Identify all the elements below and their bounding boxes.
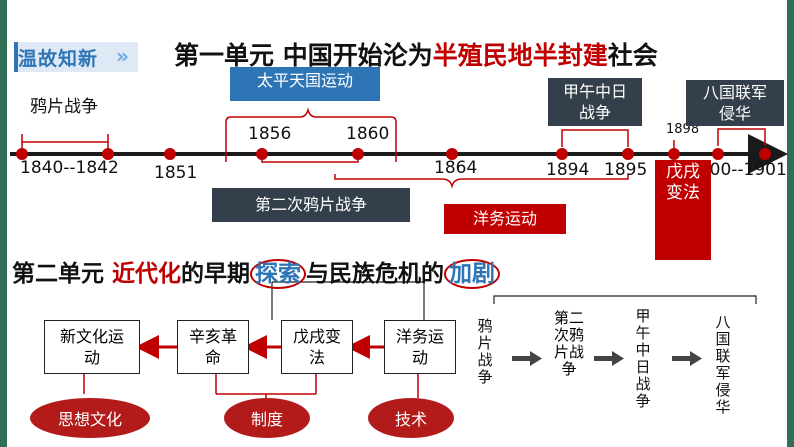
event-opium-war: 鸦片战争 [30,97,98,117]
year-1894: 1894 [546,160,590,180]
event-sino-japanese-line2: 战争 [578,103,611,122]
war-sino-japanese-text: 甲午中日战争 [635,307,651,410]
war-opium-text: 鸦片战争 [477,317,493,386]
flow-xinhai-line2: 命 [204,348,221,367]
unit1-title-suffix: 社会 [607,41,658,70]
war-second-line3: 片战 [553,343,584,361]
war-second-opium: 第二 次鸦 片战 争 [550,310,588,378]
point-1860 [352,148,364,160]
event-eight-nation-line2: 侵华 [718,104,751,123]
war-second-line4: 争 [561,360,577,378]
point-1901 [759,148,771,160]
event-reform-line1: 戊戌 [666,162,700,182]
review-tab [14,42,138,72]
event-sino-japanese-line1: 甲午中日 [562,82,627,101]
year-1851: 1851 [154,163,198,183]
event-westernization: 洋务运动 [444,204,566,234]
unit1-title-highlight: 半殖民地半封建 [432,41,608,70]
war-eight-nation-text: 八国联军侵华 [715,313,731,416]
unit2-title: 第二单元 近代化的早期探索与民族危机的加剧 [12,254,501,289]
category-technology: 技术 [368,398,454,438]
point-1842 [102,148,114,160]
unit2-title-prefix: 第二单元 [12,261,113,287]
year-1856: 1856 [248,124,292,144]
point-1894 [556,148,568,160]
taiping-brace [225,107,397,162]
flow-xinhai-line1: 辛亥革 [188,327,237,346]
event-second-opium-war: 第二次鸦片战争 [212,188,410,222]
war-second-line1: 第二 [553,309,584,327]
category-system: 制度 [224,398,310,438]
flow-new-culture: 新文化运动 [44,320,140,374]
war-eight-nation: 八国联军侵华 [714,314,734,416]
unit2-title-highlight2: 探索 [250,259,307,289]
year-1900-1901: 1900--1901 [688,160,787,180]
point-1840 [16,148,28,160]
left-frame-bar [0,0,7,447]
unit1-title: 第一单元 中国开始沦为半殖民地半封建社会 [174,36,658,72]
flow-wuxu-line1: 戊戌变 [292,327,341,346]
point-1898 [668,148,680,160]
event-reform-1898: 戊戌 变法 [655,160,711,260]
year-1840-1842: 1840--1842 [20,158,119,178]
flow-wuxu-line2: 法 [308,348,325,367]
event-reform-line2: 变法 [666,183,700,203]
unit1-title-prefix: 第一单元 中国开始沦为 [174,41,433,70]
category-thought: 思想文化 [30,398,150,438]
point-1900 [712,148,724,160]
unit2-title-highlight1: 近代化 [112,261,182,287]
unit2-title-highlight3: 加剧 [444,259,501,289]
flow-wuxu: 戊戌变法 [281,320,353,374]
eight-nation-bracket [717,128,766,146]
event-sino-japanese-war: 甲午中日 战争 [548,78,642,126]
war-opium: 鸦片战争 [476,318,496,386]
westernization-brace [334,174,629,189]
event-eight-nation: 八国联军 侵华 [686,80,784,126]
war-sequence-bracket [493,295,757,304]
year-1860: 1860 [346,124,390,144]
year-1864: 1864 [434,158,478,178]
war-second-line2: 次鸦 [553,326,584,344]
flow-new-culture-line2: 动 [83,348,100,367]
point-1895 [622,148,634,160]
unit2-title-mid1: 的早期 [181,261,251,287]
right-frame-bar [787,0,794,447]
year-1895: 1895 [604,160,648,180]
war-sino-japanese: 甲午中日战争 [634,308,654,410]
flow-xinhai: 辛亥革命 [177,320,249,374]
flow-yangwu-line2: 动 [411,348,428,367]
opium-war-bracket [21,134,109,143]
event-eight-nation-line1: 八国联军 [702,83,767,102]
point-1864 [446,148,458,160]
flow-yangwu: 洋务运动 [384,320,456,374]
point-1856 [256,148,268,160]
unit2-title-mid2: 与民族危机的 [306,261,445,287]
flow-new-culture-line1: 新文化运 [59,327,124,346]
flow-yangwu-line1: 洋务运 [395,327,444,346]
review-tab-label: 温故知新 [18,48,99,70]
sino-japanese-bracket [561,129,629,147]
event-taiping: 太平天国运动 [230,67,380,101]
point-1851 [164,148,176,160]
